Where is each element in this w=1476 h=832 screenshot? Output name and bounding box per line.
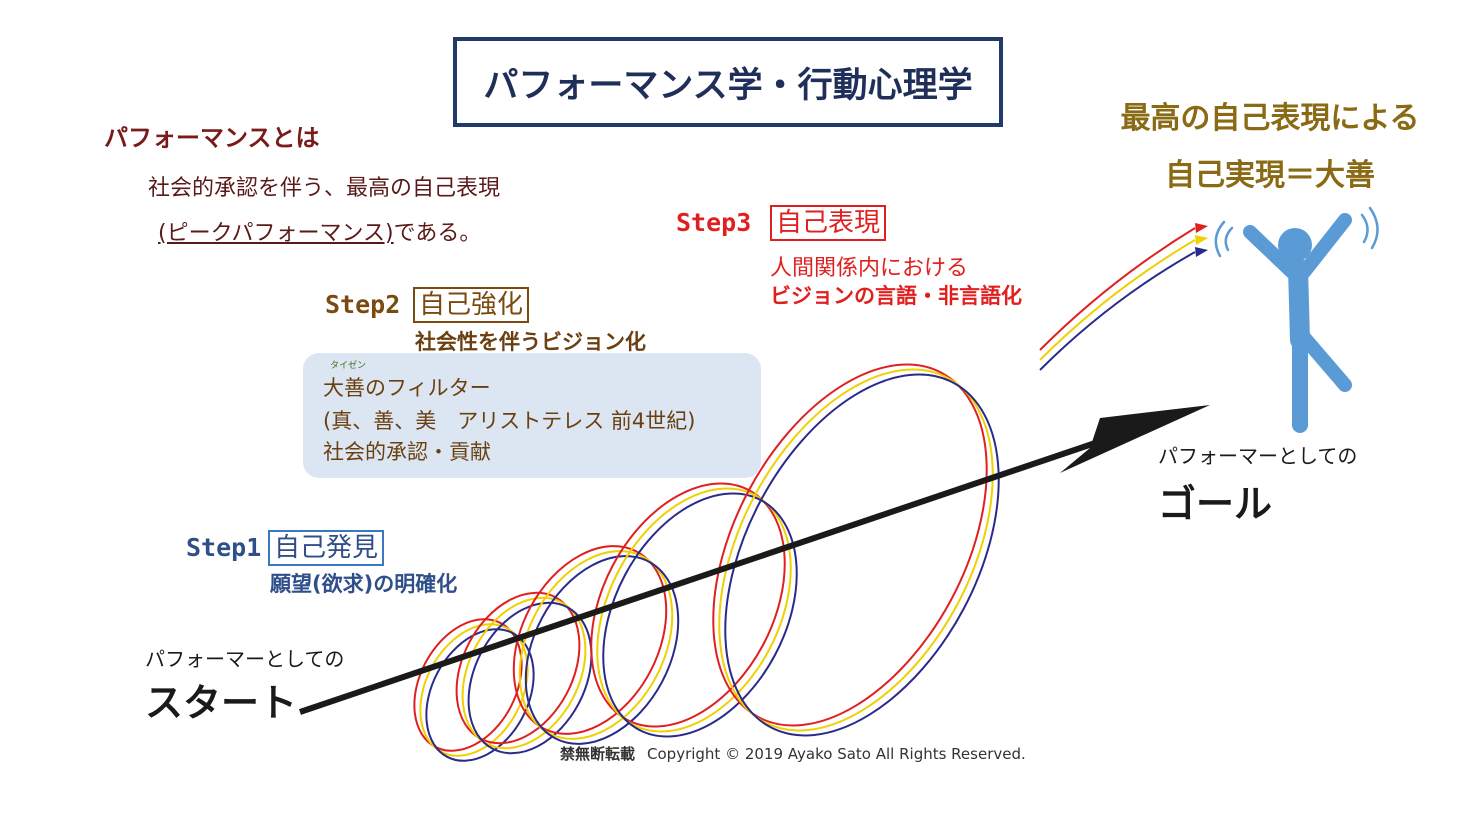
step2-box: 自己強化 [413,287,530,323]
definition-heading: パフォーマンスとは [104,124,320,152]
filter-line-2: (真、善、美 アリストテレス 前4世紀) [323,409,696,433]
trail-curve-3 [1039,251,1196,371]
step3-box: 自己表現 [770,205,887,241]
definition-line-2: (ピークパフォーマンス)である。 [158,215,481,247]
main-arrow [299,405,1210,715]
spiral-loop-3-3 [524,555,680,745]
filter-ruby: タイゼン [330,361,367,371]
page-title: パフォーマンス学・行動心理学 [453,37,1003,127]
goal-label: ゴール [1158,482,1273,526]
spiral-loop-5-3 [724,373,1000,737]
filter-panel [303,353,761,478]
goal-heading-line-2: 自己実現＝大善 [1165,158,1375,193]
step3-label: Step3 [676,208,752,237]
step2-label: Step2 [325,290,401,319]
goal-heading-line-1: 最高の自己表現による [1120,101,1420,136]
step3-desc-2: ビジョンの言語・非言語化 [770,284,1022,308]
goal-sub-label: パフォーマーとしての [1158,444,1358,468]
start-sub-label: パフォーマーとしての [145,647,345,671]
definition-line-1: 社会的承認を伴う、最高の自己表現 [148,176,501,201]
trail-arrowhead-2 [1195,235,1208,245]
start-label: スタート [145,681,298,725]
step1-box: 自己発見 [268,530,385,566]
celebrating-person-icon [1214,206,1379,433]
trail-arrowhead-1 [1195,223,1208,233]
trail-curve-2 [1039,239,1196,361]
spiral-loop-5-1 [712,363,988,727]
spiral-loop-2-2 [461,596,587,750]
filter-line-3: 社会的承認・貢献 [323,440,491,464]
step3-desc-1: 人間関係内における [770,256,969,281]
spiral-loop-4-1 [590,482,786,728]
spiral-loop-5-2 [718,368,994,732]
copyright-prefix: 禁無断転載 [560,745,636,763]
trail-curve-1 [1039,227,1196,351]
trail-arrowhead-3 [1195,247,1208,257]
copyright-notice: 禁無断転載 Copyright © 2019 Ayako Sato All Rig… [560,743,1026,764]
definition-peak-performance: (ピークパフォーマンス) [158,221,394,246]
step1-label: Step1 [186,533,262,562]
spiral-loop-3-2 [518,550,674,740]
spiral-loops [413,223,1208,762]
spiral-loop-1-3 [425,628,535,762]
spiral-loop-2-1 [455,591,581,745]
step1-desc: 願望(欲求)の明確化 [270,572,458,596]
definition-tail: である。 [393,221,482,246]
filter-line-1: 大善のフィルター [323,376,491,400]
step2-desc: 社会性を伴うビジョン化 [415,330,646,354]
main-arrow-head [1060,405,1210,473]
spiral-loop-4-3 [602,492,798,738]
copyright-text: Copyright © 2019 Ayako Sato All Rights R… [647,745,1026,763]
main-arrow-shaft [299,435,1111,715]
